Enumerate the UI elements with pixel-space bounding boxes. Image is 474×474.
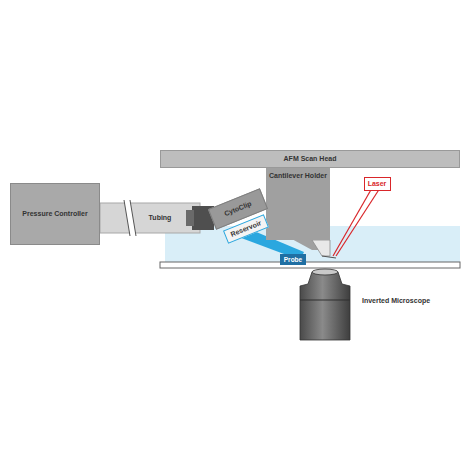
microscope-objective xyxy=(300,272,350,340)
objective-lens xyxy=(312,269,338,275)
probe-tip: Probe xyxy=(280,254,306,265)
node-text: Cantilever Holder xyxy=(269,172,327,180)
break-mark xyxy=(130,200,136,236)
node-text: Pressure Controller xyxy=(22,210,87,218)
node-text: Tubing xyxy=(149,214,172,222)
laser-box: Laser xyxy=(364,177,391,191)
node-text: Probe xyxy=(284,256,302,263)
node-text: CytoClip xyxy=(223,200,253,218)
tube-fitting xyxy=(186,210,194,226)
tubing-break xyxy=(124,200,136,236)
controller-box: Pressure Controller xyxy=(10,183,100,245)
tubing-label: Tubing xyxy=(136,211,184,225)
cantilever xyxy=(322,256,336,258)
break-mark xyxy=(124,200,130,236)
cantilever-chip xyxy=(312,240,330,256)
part-label: Inverted Microscope xyxy=(362,297,432,305)
scan-head-bar: AFM Scan Head xyxy=(160,150,460,168)
tubing xyxy=(100,203,200,233)
glass-slide xyxy=(160,262,460,268)
objective-ring xyxy=(300,300,350,301)
laser-beam xyxy=(333,188,372,256)
node-text: AFM Scan Head xyxy=(284,155,337,163)
cantilever-holder: Cantilever Holder xyxy=(266,168,330,240)
laser-beam xyxy=(336,188,380,256)
node-text: Laser xyxy=(368,180,387,188)
